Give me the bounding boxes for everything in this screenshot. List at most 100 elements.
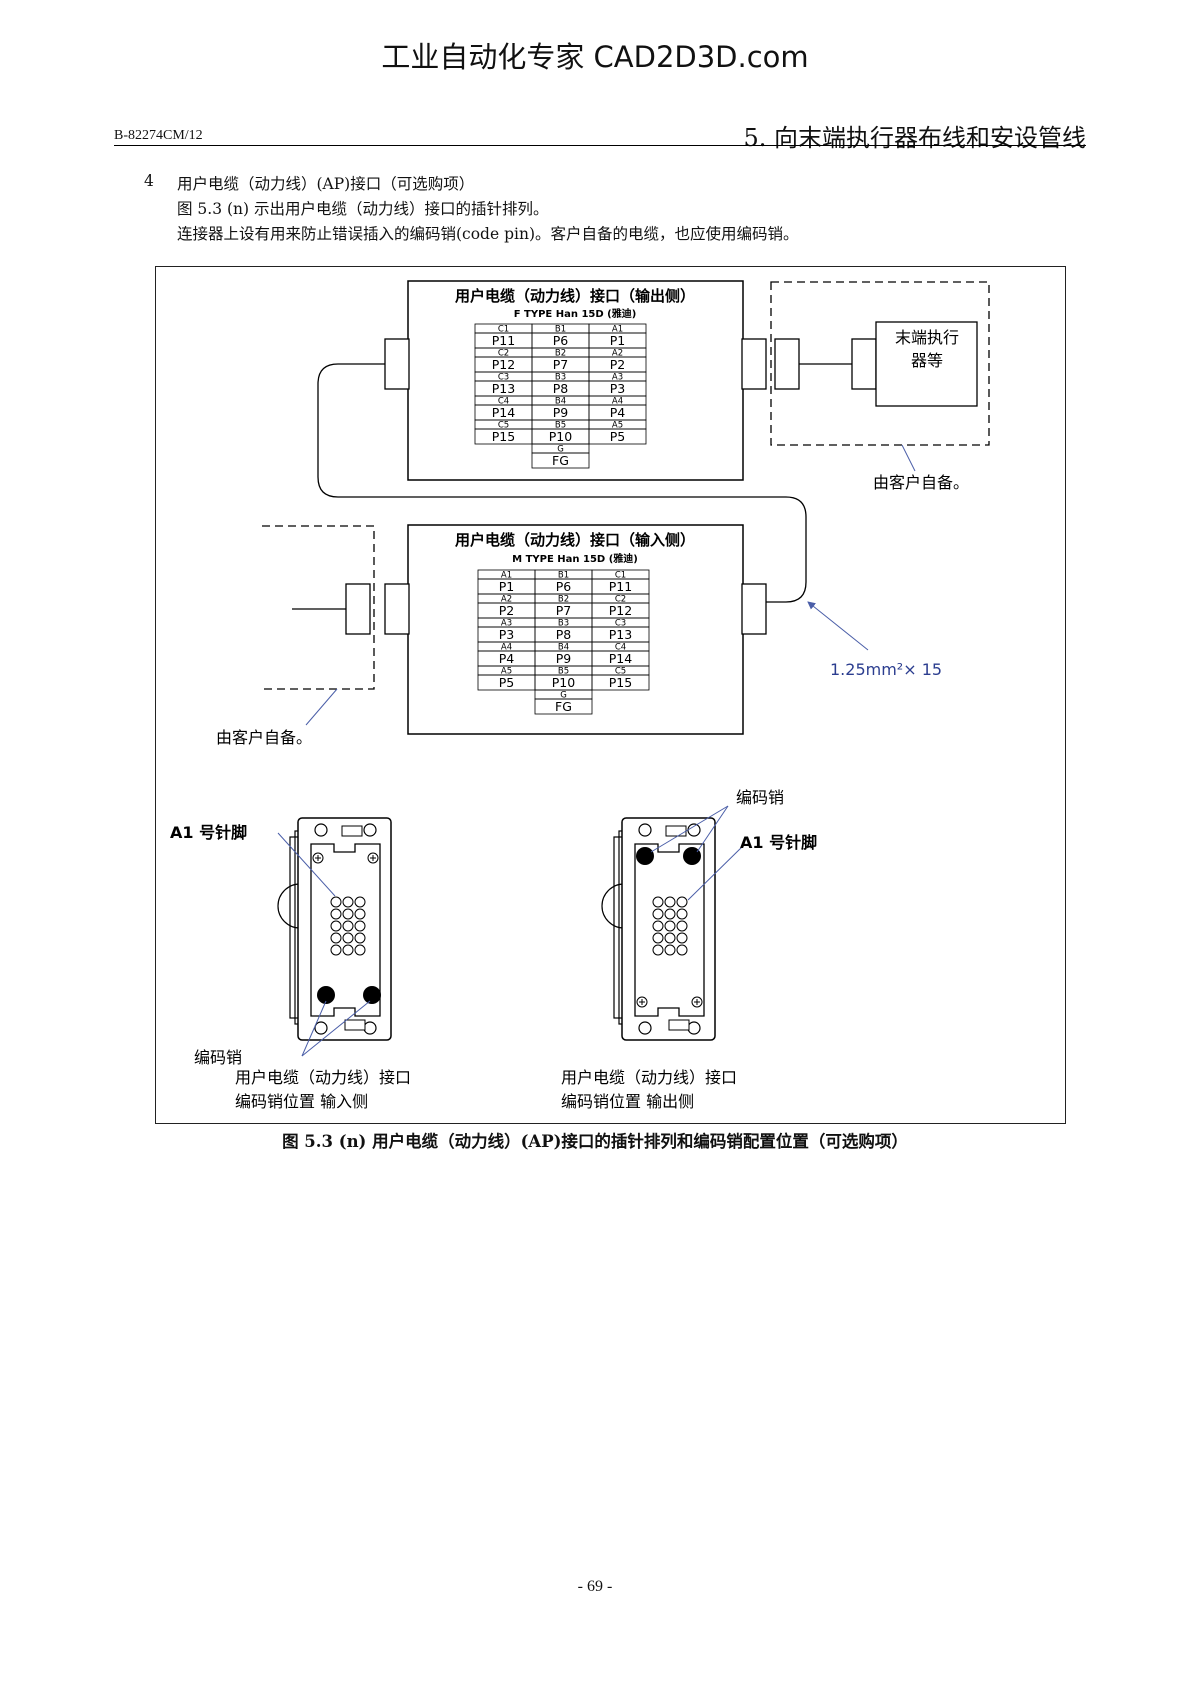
output-pin-label: P15: [492, 429, 515, 444]
output-pin-label: C1: [498, 325, 509, 335]
input-ground-cell: [534, 698, 593, 715]
output-pin-label: P9: [553, 405, 569, 420]
user-cable: [317, 363, 807, 603]
output-ground-label: FG: [552, 453, 569, 468]
input-pin-label: A1: [501, 571, 512, 581]
intro-heading: 用户电缆（动力线）(AP)接口（可选购项）: [177, 175, 475, 193]
input-face-pin-hole: [342, 932, 354, 944]
output-pin-label: P7: [553, 357, 569, 372]
output-connector-right-tab: [741, 338, 767, 390]
output-face-pin-hole: [652, 920, 664, 932]
output-face-pin-hole: [664, 908, 676, 920]
item-number: 4: [144, 172, 154, 190]
input-face-pin-hole: [354, 896, 366, 908]
input-pin-label: A4: [501, 643, 512, 653]
robot-side-plug: [345, 583, 371, 635]
output-pin-label: P13: [492, 381, 515, 396]
customer-supplied-right-leader: [901, 444, 916, 472]
output-face-pin-hole: [652, 896, 664, 908]
output-face-pin-hole: [676, 932, 688, 944]
output-face-pin-hole: [664, 932, 676, 944]
output-pin-label: P2: [610, 357, 626, 372]
page-number: - 69 -: [577, 1578, 613, 1595]
output-pin-label: P5: [610, 429, 626, 444]
output-pin-label: B4: [555, 397, 566, 407]
section-title: 5. 向末端执行器布线和安设管线: [743, 124, 1086, 152]
output-side-face-view: [601, 817, 716, 1041]
end-effector-cable-plug: [774, 338, 800, 390]
input-pin-label: C3: [615, 619, 626, 629]
output-face-pin-hole: [676, 920, 688, 932]
output-pin-label: B5: [555, 421, 566, 431]
input-face-pin-hole: [354, 908, 366, 920]
output-pin-label: A3: [612, 373, 623, 383]
right-a1-label: A1 号针脚: [740, 833, 817, 852]
input-pin-label: P12: [609, 603, 632, 618]
input-face-pin-hole: [342, 896, 354, 908]
output-face-pin-hole: [664, 920, 676, 932]
input-pin-label: C5: [615, 667, 626, 677]
input-pin-label: P5: [499, 675, 515, 690]
input-face-pin-hole: [342, 908, 354, 920]
output-pin-label: P14: [492, 405, 515, 420]
left-a1-label: A1 号针脚: [170, 823, 247, 842]
right-code-pin-leader-1: [650, 805, 729, 853]
end-effector-label-2: 器等: [911, 351, 943, 370]
output-pin-label: P3: [610, 381, 626, 396]
right-a1-leader: [687, 843, 746, 901]
input-pin-label: B2: [558, 595, 569, 605]
customer-supplied-left-label: 由客户自备。: [216, 728, 312, 747]
output-pin-label: A1: [612, 325, 623, 335]
input-pin-label: P8: [556, 627, 572, 642]
input-face-pin-hole: [330, 932, 342, 944]
input-pin-label: P2: [499, 603, 515, 618]
left-code-pin-leader-1: [301, 1000, 327, 1057]
input-pin-label: P10: [552, 675, 575, 690]
output-pin-label: P4: [610, 405, 626, 420]
output-pin-label: B1: [555, 325, 566, 335]
output-pin-label: P10: [549, 429, 572, 444]
figure-caption: 图 5.3 (n) 用户电缆（动力线）(AP)接口的插针排列和编码销配置位置（可…: [282, 1132, 908, 1151]
output-ground-code: G: [557, 445, 564, 455]
output-connector-left-tab: [384, 338, 410, 390]
input-pin-label: P14: [609, 651, 632, 666]
output-pin-label: C5: [498, 421, 509, 431]
output-face-pin-hole: [676, 944, 688, 956]
input-pin-label: B1: [558, 571, 569, 581]
customer-supplied-box-left: [262, 525, 375, 690]
input-pin-label: C1: [615, 571, 626, 581]
left-code-pin-leader-2: [301, 1000, 371, 1057]
right-code-pin-label: 编码销: [736, 788, 784, 807]
input-connector-right-tab: [741, 583, 767, 635]
input-pin-label: P9: [556, 651, 572, 666]
header-rule: [114, 145, 1086, 146]
end-effector-plug: [851, 338, 877, 390]
input-side-face-view: [277, 817, 392, 1041]
input-connector-title: 用户电缆（动力线）接口（输入侧）: [455, 531, 695, 549]
output-pin-label: A2: [612, 349, 623, 359]
right-view-caption-2: 编码销位置 输出侧: [561, 1092, 694, 1111]
output-face-pin-hole: [676, 896, 688, 908]
end-effector-box: [875, 321, 978, 407]
document-id: B-82274CM/12: [114, 128, 203, 143]
output-face-pin-hole: [676, 908, 688, 920]
input-face-pin-hole: [342, 944, 354, 956]
input-pin-label: P1: [499, 579, 515, 594]
input-ground-label: FG: [555, 699, 572, 714]
output-face-pin-hole: [652, 944, 664, 956]
right-view-caption-1: 用户电缆（动力线）接口: [561, 1068, 737, 1087]
figure-frame: [155, 266, 1066, 1124]
input-pin-label: A5: [501, 667, 512, 677]
input-pin-label: P4: [499, 651, 515, 666]
site-header: 工业自动化专家 CAD2D3D.com: [381, 40, 809, 74]
left-view-caption-2: 编码销位置 输入侧: [235, 1092, 368, 1111]
input-face-pin-hole: [330, 896, 342, 908]
output-pin-label: P11: [492, 333, 515, 348]
output-pin-label: A5: [612, 421, 623, 431]
input-pin-label: P3: [499, 627, 515, 642]
input-pin-label: P11: [609, 579, 632, 594]
output-ground-cell: [531, 452, 590, 469]
input-face-pin-hole: [354, 944, 366, 956]
output-connector-type: F TYPE Han 15D (雅迪): [514, 307, 637, 320]
